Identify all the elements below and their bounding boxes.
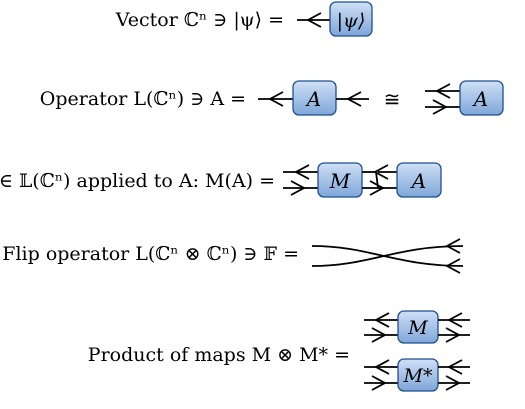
- operator-box-label: A: [305, 87, 321, 111]
- product-mstar-arrow-bottom-right: [445, 375, 461, 391]
- operator-arrow-left: [268, 91, 284, 107]
- vector-arrow: [306, 12, 322, 28]
- flip-arrow-bottom: [445, 258, 461, 274]
- flip-equation: Flip operator L(ℂⁿ ⊗ ℂⁿ) ∋ 𝔽 =: [2, 243, 299, 265]
- map-arrow-bottom-left: [290, 180, 306, 196]
- product-m-box: [397, 310, 439, 344]
- operator-bent-arrow-top: [435, 83, 451, 99]
- operator-bent-box: [459, 80, 504, 116]
- operator-bent-arrow-bottom: [432, 99, 448, 115]
- map-arrow-top-mid: [373, 164, 389, 180]
- product-m-box-label: M: [407, 317, 428, 339]
- product-m-arrow-bottom-left: [371, 327, 387, 343]
- flip-wire-b: [311, 245, 464, 267]
- operator-bent-box-label: A: [472, 87, 488, 111]
- product-mstar-arrow-top-left: [374, 359, 390, 375]
- row-map: M ∈ 𝕃(ℂⁿ) applied to A: M(A) = M A: [0, 162, 442, 198]
- map-arrow-top-left: [294, 164, 310, 180]
- vector-box: [329, 1, 373, 37]
- row-product: Product of maps M ⊗ M* = M M*: [88, 310, 470, 392]
- product-mstar-box-label: M*: [403, 365, 433, 387]
- map-arrow-bottom-mid: [369, 180, 385, 196]
- row-operator: Operator L(ℂⁿ) ∋ A = A ≅ A: [40, 80, 504, 116]
- product-m-arrow-top-right: [447, 312, 463, 328]
- product-mstar-box: [397, 358, 439, 392]
- operator-congruent: ≅: [384, 87, 401, 111]
- product-equation: Product of maps M ⊗ M* =: [88, 344, 350, 366]
- operator-box: [292, 80, 337, 116]
- product-m-arrow-bottom-right: [445, 327, 461, 343]
- map-m-box-label: M: [329, 169, 351, 193]
- operator-arrow-right: [346, 91, 362, 107]
- product-mstar-arrow-bottom-left: [371, 375, 387, 391]
- product-mstar-arrow-top-right: [447, 359, 463, 375]
- flip-arrow-top: [445, 238, 461, 254]
- map-a-box: [396, 162, 442, 198]
- map-equation: M ∈ 𝕃(ℂⁿ) applied to A: M(A) =: [0, 170, 275, 192]
- row-flip: Flip operator L(ℂⁿ ⊗ ℂⁿ) ∋ 𝔽 =: [2, 238, 464, 274]
- vector-box-label: |ψ⟩: [337, 10, 366, 32]
- vector-equation: Vector ℂⁿ ∋ |ψ⟩ =: [115, 9, 284, 31]
- product-m-arrow-top-left: [374, 312, 390, 328]
- map-m-box: [317, 162, 363, 198]
- map-cup-connector: [375, 171, 379, 189]
- row-vector: Vector ℂⁿ ∋ |ψ⟩ = |ψ⟩: [115, 1, 373, 37]
- operator-equation: Operator L(ℂⁿ) ∋ A =: [40, 88, 246, 110]
- map-a-box-label: A: [410, 169, 426, 193]
